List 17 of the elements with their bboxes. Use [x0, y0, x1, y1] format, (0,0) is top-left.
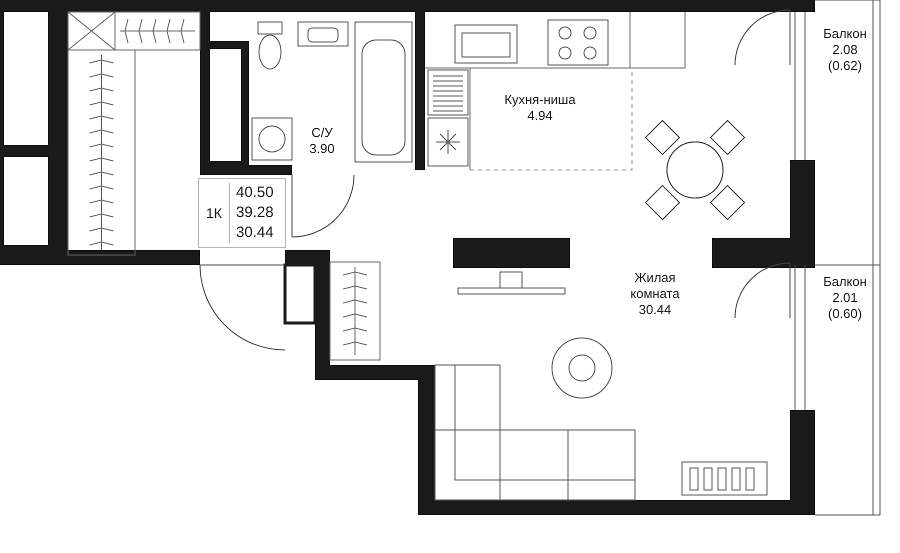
- room-area: 30.44: [600, 302, 710, 318]
- room-area: 2.08: [815, 42, 875, 58]
- room-area: 4.94: [480, 108, 600, 124]
- reduced-area: (0.62): [815, 58, 875, 74]
- room-name: Жилая комната: [629, 270, 681, 302]
- room-name: Балкон: [822, 274, 868, 290]
- total-area: 40.50: [236, 183, 274, 203]
- room-area: 30.44: [236, 223, 274, 243]
- reduced-area: (0.60): [815, 306, 875, 322]
- area-summary-box: [198, 178, 286, 248]
- room-area: 3.90: [290, 141, 354, 157]
- room-area: 2.01: [815, 290, 875, 306]
- room-name: С/У: [310, 125, 334, 141]
- living-area: 39.28: [236, 203, 274, 223]
- apartment-type: 1К: [205, 205, 223, 221]
- room-name: Кухня-ниша: [503, 92, 577, 108]
- room-name: Балкон: [822, 26, 868, 42]
